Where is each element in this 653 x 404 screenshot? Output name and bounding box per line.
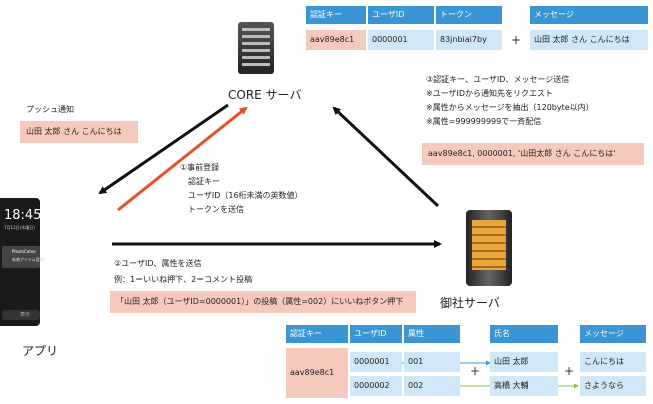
step1-line-2: 認証キー xyxy=(188,177,220,186)
app-label: アプリ xyxy=(22,344,59,358)
arrow-core-to-app xyxy=(98,103,229,195)
top-cell-auth-key: aav89e8c1 xyxy=(306,30,366,50)
arrow-company-to-core xyxy=(332,106,440,208)
top-plus-sign: + xyxy=(511,33,522,47)
step1-line-4: トークンを送信 xyxy=(188,205,244,214)
bottom-header-auth-key: 認証キー xyxy=(286,325,348,343)
step3-line-4: ※属性=999999999で一斉配信 xyxy=(426,117,542,126)
phone-notification: PlasmCatee 新着アイテム登場! xyxy=(2,246,45,268)
step2-box: 「山田 太郎（ユーザID=0000001）」の投稿（属性=002）にいいねボタン… xyxy=(110,291,416,313)
top-header-user-id: ユーザID xyxy=(368,6,434,24)
bottom-header-name: 氏名 xyxy=(490,325,558,343)
core-server-label: CORE サーバ xyxy=(228,88,302,102)
top-header-auth-key: 認証キー xyxy=(306,6,366,24)
top-cell-token: 83jnbiai7by xyxy=(436,30,502,50)
unlock-slider-label: 表示 xyxy=(20,312,31,318)
step3-line-3: ※属性からメッセージを抽出（120byte以内） xyxy=(426,103,594,112)
top-cell-message: 山田 太郎 さん こんにちは xyxy=(530,30,648,50)
bottom-header-message: メッセージ xyxy=(580,325,646,343)
step1-line-3: ユーザID（16桁未満の英数値） xyxy=(188,191,303,200)
bottom-header-attr: 属性 xyxy=(404,325,460,343)
bottom-header-user-id: ユーザID xyxy=(350,325,402,343)
bottom-cell-name-1: 山田 太郎 xyxy=(490,352,558,372)
push-message: 山田 太郎 さん こんにちは xyxy=(20,121,138,143)
notification-title: PlasmCatee xyxy=(12,249,36,254)
phone-clock: 18:45 xyxy=(4,208,42,223)
company-server-icon xyxy=(456,210,522,286)
bottom-cell-user-id-1: 0000001 xyxy=(350,352,402,372)
push-title: プッシュ通知 xyxy=(26,105,74,114)
app-phone: 18:45 7月12日(木曜日) PlasmCatee 新着アイテム登場! 表示 xyxy=(0,198,45,326)
bottom-cell-auth-key: aav89e8c1 xyxy=(286,348,348,398)
top-header-token: トークン xyxy=(436,6,502,24)
top-cell-user-id: 0000001 xyxy=(368,30,434,50)
phone-date: 7月12日(木曜日) xyxy=(4,225,35,230)
notification-body: 新着アイテム登場! xyxy=(12,257,46,262)
step2-line-1: ②ユーザID、属性を送信 xyxy=(114,259,202,268)
bottom-cell-attr-1: 001 xyxy=(404,352,460,372)
core-server-icon xyxy=(238,22,274,74)
step2-line-2: 例：1＝いいね押下、2＝コメント投稿 xyxy=(114,275,253,284)
unlock-slider[interactable]: 表示 xyxy=(2,310,40,320)
arrow-app-to-core xyxy=(117,106,248,212)
bottom-cell-message-1: こんにちは xyxy=(580,352,646,372)
step3-line-1: ③認証キー、ユーザID、メッセージ送信 xyxy=(426,75,570,84)
bottom-cell-attr-2: 002 xyxy=(404,376,460,396)
step3-line-2: ※ユーザIDから通知先をリクエスト xyxy=(426,89,554,98)
bottom-plus-sign-2: + xyxy=(564,364,575,378)
company-server-label: 御社サーバ xyxy=(440,296,500,310)
step3-box: aav89e8c1, 0000001, '山田太郎 さん こんにちは' xyxy=(422,143,644,165)
bottom-cell-message-2: さようなら xyxy=(580,376,646,396)
bottom-plus-sign-1: + xyxy=(470,364,481,378)
bottom-cell-user-id-2: 0000002 xyxy=(350,376,402,396)
top-header-message: メッセージ xyxy=(530,6,648,24)
bottom-cell-name-2: 高橋 大輔 xyxy=(490,376,558,396)
step1-line-1: ①事前登録 xyxy=(180,163,220,172)
